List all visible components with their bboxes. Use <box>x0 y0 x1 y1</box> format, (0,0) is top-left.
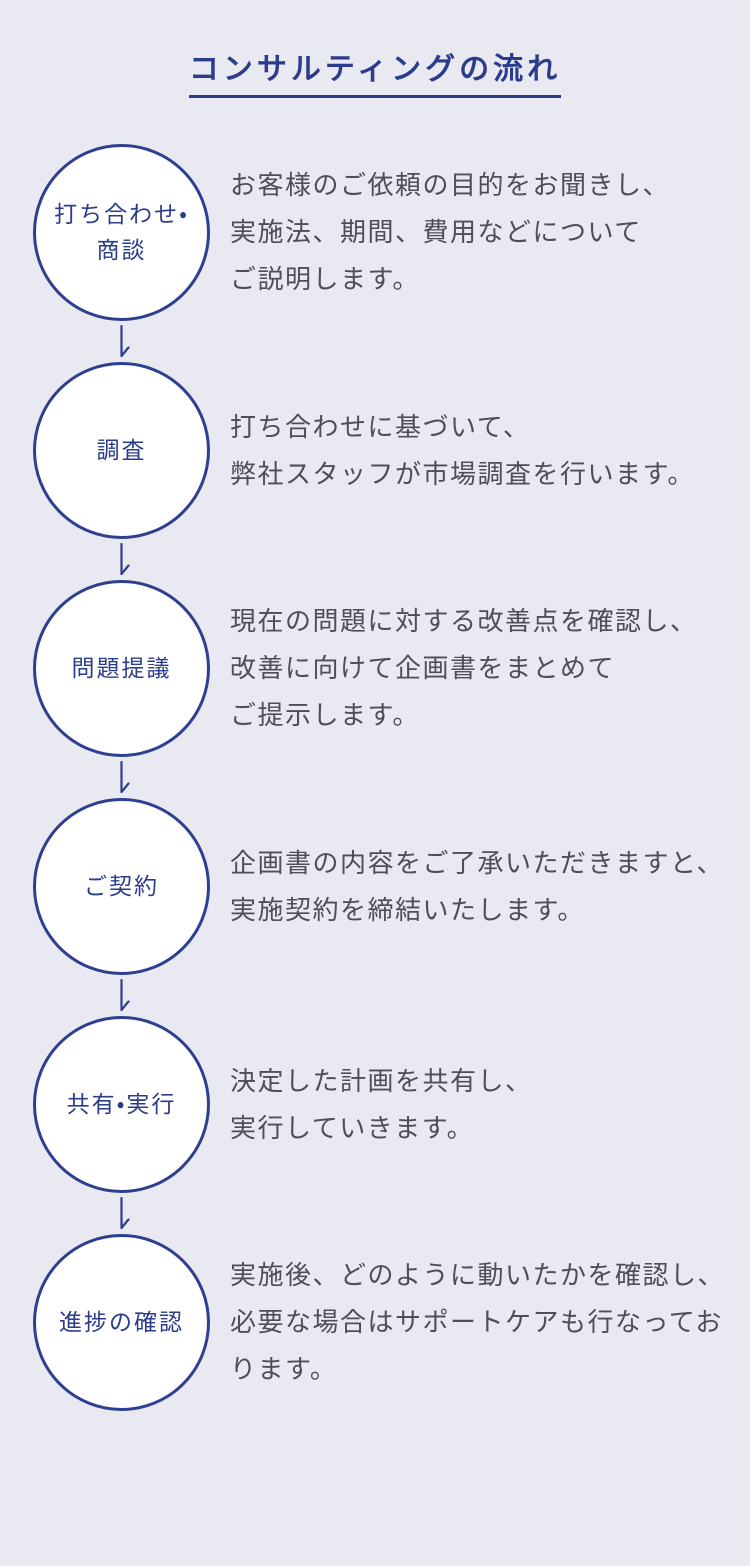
step-circle: ご契約 <box>33 798 210 975</box>
step-label: 調査 <box>96 437 147 463</box>
arrow-down-icon <box>120 1196 130 1229</box>
step-description: 企画書の内容をご了承いただきますと、 実施契約を締結いたします。 <box>230 847 724 925</box>
step-connector <box>33 757 750 798</box>
consulting-flow-diagram: 打ち合わせ・ 商談 お客様のご依頼の目的をお聞きし、 実施法、期間、費用などにつ… <box>0 144 750 1411</box>
step-label: 問題提議 <box>71 655 172 681</box>
step-circle: 打ち合わせ・ 商談 <box>33 144 210 321</box>
arrow-down-icon <box>120 978 130 1011</box>
step-description: 実施後、どのように動いたかを確認し、 必要な場合はサポートケアも行なってお りま… <box>230 1260 726 1384</box>
step-circle: 問題提議 <box>33 580 210 757</box>
step-label: 進捗の確認 <box>59 1309 184 1335</box>
flow-step-5: 共有・実行 決定した計画を共有し、 実行していきます。 <box>33 1016 750 1193</box>
step-description: お客様のご依頼の目的をお聞きし、 実施法、期間、費用などについて ご説明します。 <box>230 170 671 294</box>
flow-step-6: 進捗の確認 実施後、どのように動いたかを確認し、 必要な場合はサポートケアも行な… <box>33 1234 750 1411</box>
arrow-down-icon <box>120 760 130 793</box>
step-connector <box>33 1193 750 1234</box>
flow-step-1: 打ち合わせ・ 商談 お客様のご依頼の目的をお聞きし、 実施法、期間、費用などにつ… <box>33 144 750 321</box>
step-label: ご契約 <box>84 873 159 899</box>
step-label: 共有・実行 <box>66 1091 177 1117</box>
page-title: コンサルティングの流れ <box>188 52 562 98</box>
step-description: 打ち合わせに基づいて、 弊社スタッフが市場調査を行います。 <box>230 411 695 489</box>
page-header: コンサルティングの流れ <box>0 52 750 98</box>
arrow-down-icon <box>120 542 130 575</box>
flow-step-4: ご契約 企画書の内容をご了承いただきますと、 実施契約を締結いたします。 <box>33 798 750 975</box>
step-circle: 進捗の確認 <box>33 1234 210 1411</box>
step-circle: 調査 <box>33 362 210 539</box>
step-connector <box>33 321 750 362</box>
step-connector <box>33 975 750 1016</box>
arrow-down-icon <box>120 324 130 357</box>
step-connector <box>33 539 750 580</box>
step-description: 現在の問題に対する改善点を確認し、 改善に向けて企画書をまとめて ご提示します。 <box>230 606 698 730</box>
step-label: 打ち合わせ・ 商談 <box>54 201 189 263</box>
step-description: 決定した計画を共有し、 実行していきます。 <box>230 1065 533 1143</box>
flow-step-2: 調査 打ち合わせに基づいて、 弊社スタッフが市場調査を行います。 <box>33 362 750 539</box>
flow-step-3: 問題提議 現在の問題に対する改善点を確認し、 改善に向けて企画書をまとめて ご提… <box>33 580 750 757</box>
step-circle: 共有・実行 <box>33 1016 210 1193</box>
